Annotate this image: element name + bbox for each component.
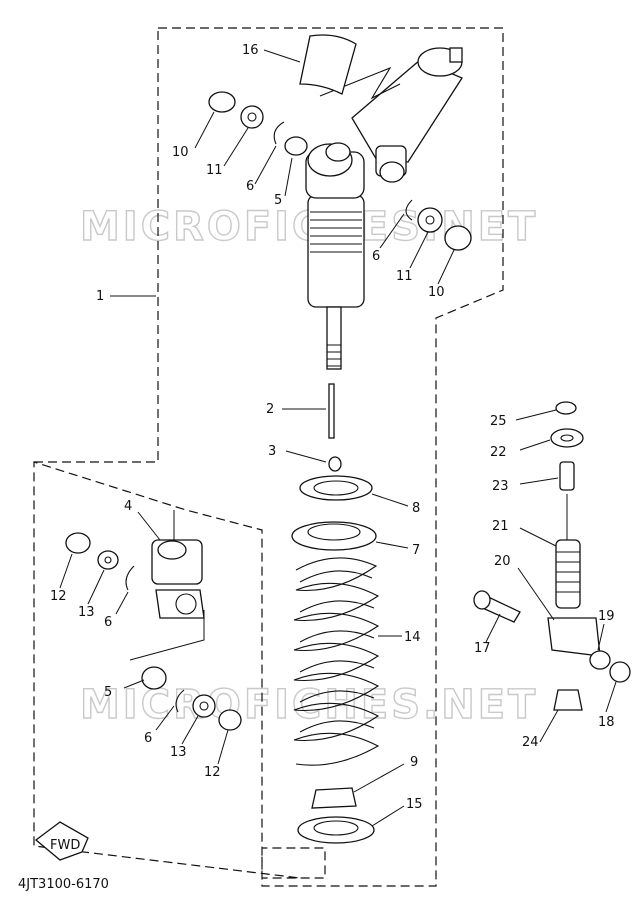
callout-9: 9 xyxy=(410,755,418,770)
callout-19: 19 xyxy=(598,609,615,624)
callout-22: 22 xyxy=(490,445,507,460)
callout-18: 18 xyxy=(598,715,615,730)
fwd-label: FWD xyxy=(50,838,80,853)
callout-17: 17 xyxy=(474,641,491,656)
callout-1: 1 xyxy=(96,289,104,304)
callout-6: 6 xyxy=(144,731,152,746)
callout-21: 21 xyxy=(492,519,509,534)
callout-12: 12 xyxy=(50,589,67,604)
lower-bushings-lower-left xyxy=(141,666,242,731)
callout-13: 13 xyxy=(78,605,95,620)
leader-lines xyxy=(59,49,617,827)
callout-8: 8 xyxy=(412,501,420,516)
callout-10: 10 xyxy=(428,285,445,300)
callout-13: 13 xyxy=(170,745,187,760)
callout-11: 11 xyxy=(206,163,223,178)
callout-10: 10 xyxy=(172,145,189,160)
callout-numbers: 16 10 11 6 5 6 11 10 1 2 3 8 7 14 9 15 4… xyxy=(50,43,615,812)
spring-seats xyxy=(291,475,377,551)
bottom-seats xyxy=(297,787,375,844)
callout-6: 6 xyxy=(372,249,380,264)
upper-bushings-left xyxy=(208,91,308,156)
callout-12: 12 xyxy=(204,765,221,780)
linkage-hardware xyxy=(473,401,631,711)
rod-and-collar xyxy=(328,383,342,472)
callout-20: 20 xyxy=(494,554,511,569)
label-plate-16 xyxy=(299,34,357,95)
callout-6: 6 xyxy=(104,615,112,630)
callout-15: 15 xyxy=(406,797,423,812)
callout-25: 25 xyxy=(490,414,507,429)
callout-4: 4 xyxy=(124,499,132,514)
part-code: 4JT3100-6170 xyxy=(18,877,109,892)
upper-bushings-right xyxy=(405,199,472,251)
lower-eye-bracket xyxy=(129,510,205,661)
callout-24: 24 xyxy=(522,735,539,750)
callout-14: 14 xyxy=(404,630,421,645)
coil-spring xyxy=(293,557,380,766)
assembly-boundary xyxy=(33,27,504,887)
callout-7: 7 xyxy=(412,543,420,558)
callout-6: 6 xyxy=(246,179,254,194)
callout-23: 23 xyxy=(492,479,509,494)
callout-16: 16 xyxy=(242,43,259,58)
lower-bushings-upper-left xyxy=(65,532,135,591)
callout-11: 11 xyxy=(396,269,413,284)
forward-arrow: FWD xyxy=(34,821,89,861)
callout-3: 3 xyxy=(268,444,276,459)
shock-absorber-assembly xyxy=(305,47,463,370)
callout-2: 2 xyxy=(266,402,274,417)
callout-5: 5 xyxy=(274,193,282,208)
callout-5: 5 xyxy=(104,685,112,700)
